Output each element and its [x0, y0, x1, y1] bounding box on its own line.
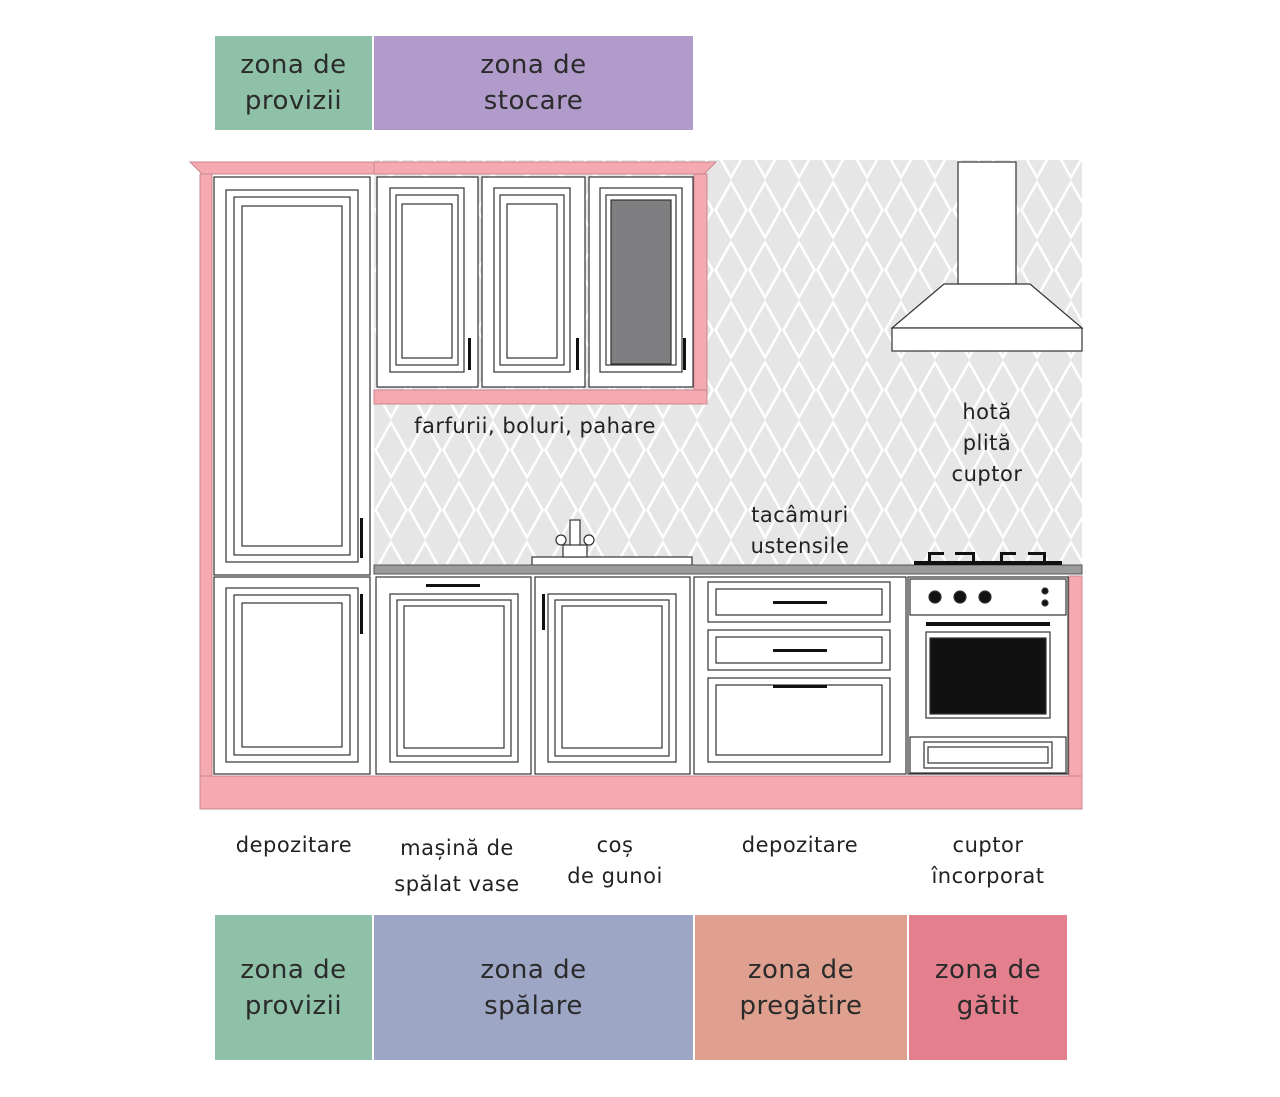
- zone-bottom-washing: zona de spălare: [374, 915, 693, 1060]
- label-cutlery: tacâmuri ustensile: [750, 503, 850, 558]
- wall-cabinets: [376, 176, 694, 388]
- zone-top-provisions: zona de provizii: [215, 36, 372, 130]
- label-storage-drawers: depozitare: [741, 833, 859, 857]
- label-storage-left: depozitare: [235, 833, 353, 857]
- label-appliances: hotă plită cuptor: [951, 400, 1023, 486]
- zone-bottom-preparation: zona de pregătire: [695, 915, 907, 1060]
- label-oven: cuptor încorporat: [931, 833, 1045, 888]
- zone-bottom-provisions: zona de provizii: [215, 915, 372, 1060]
- tall-pantry-cabinet: [213, 176, 371, 775]
- zone-bottom-cooking: zona de gătit: [909, 915, 1067, 1060]
- label-wall-cabinets: farfurii, boluri, pahare: [414, 414, 656, 438]
- range-hood: [890, 161, 1084, 352]
- zone-top-storage: zona de stocare: [374, 36, 693, 130]
- sink-faucet: [531, 519, 693, 566]
- label-trash: coș de gunoi: [567, 833, 663, 888]
- label-dishwasher: mașină de spălat vase: [394, 836, 520, 896]
- countertop: [373, 564, 1083, 575]
- built-in-oven: [907, 576, 1069, 775]
- gas-hob: [914, 552, 1062, 565]
- base-cabinets: [375, 576, 907, 775]
- pink-panels: [188, 161, 1083, 810]
